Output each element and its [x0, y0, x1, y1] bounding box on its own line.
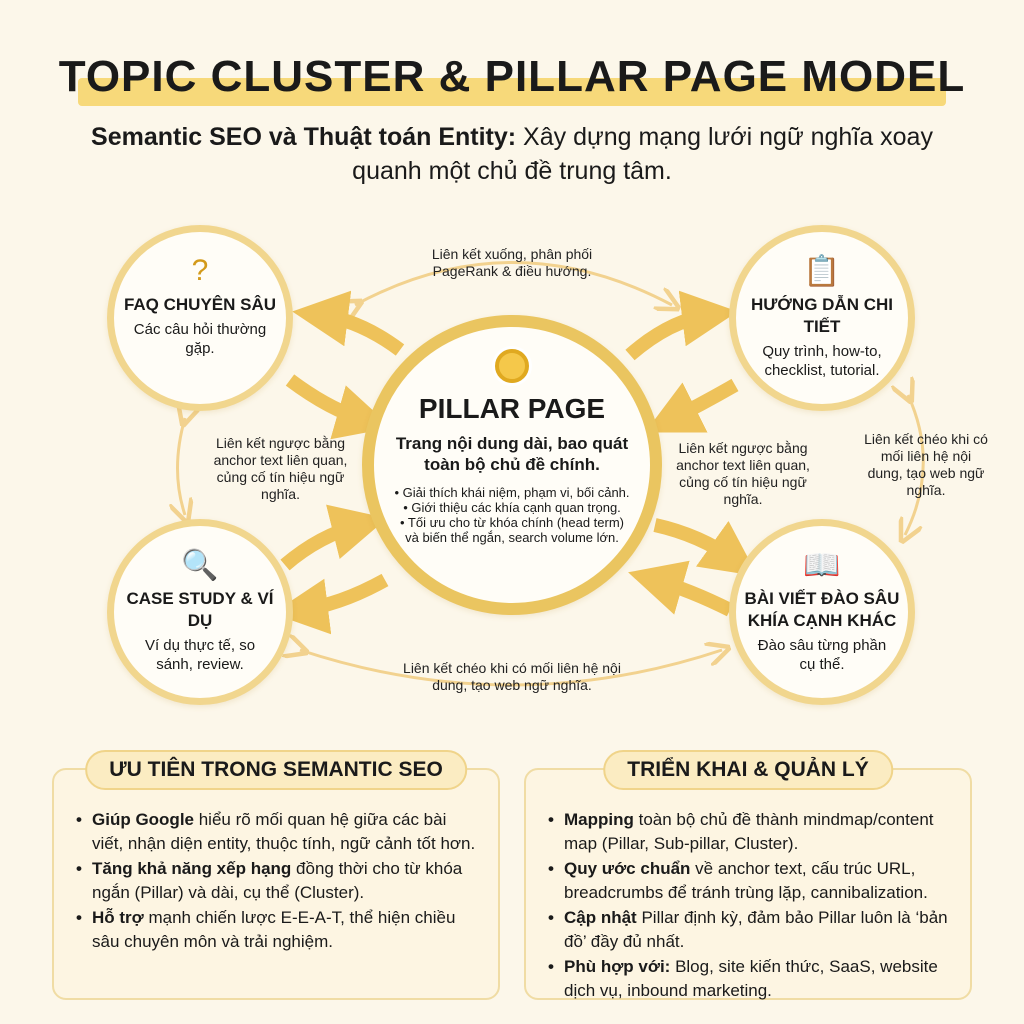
- cluster-desc: Quy trình, how-to, checklist, tutorial.: [762, 343, 882, 379]
- title-highlight: [78, 78, 946, 106]
- pillar-to-faq-arrow: [292, 290, 405, 356]
- cluster-case-study: 🔍 CASE STUDY & VÍ DỤ Ví dụ thực tế, so s…: [107, 519, 293, 705]
- pillar-bullet: • Tối ưu cho từ khóa chính (head term) v…: [399, 515, 625, 545]
- case-to-pillar-arrow: [280, 504, 388, 571]
- cluster-title: FAQ CHUYÊN SÂU: [123, 295, 277, 314]
- right-link-arrow: [905, 395, 925, 535]
- faq-to-pillar-arrow: [285, 374, 392, 440]
- pillar-desc: Trang nội dung dài, bao quát toàn bộ chủ…: [395, 434, 629, 474]
- guide-to-pillar-arrow: [644, 378, 739, 433]
- link-label-top: Liên kết xuống, phân phối PageRank & điề…: [431, 246, 593, 279]
- cluster-faq: ? FAQ CHUYÊN SÂU Các câu hỏi thường gặp.: [107, 225, 293, 411]
- pillar-bullet: • Giới thiệu các khía cạnh quan trọng.: [403, 500, 621, 515]
- link-label-bottom: Liên kết chéo khi có mối liên hệ nội dun…: [403, 660, 621, 693]
- magnifier-icon: 🔍: [181, 549, 219, 582]
- subtitle-bold: Semantic SEO và Thuật toán Entity:: [91, 123, 517, 151]
- cluster-desc: Ví dụ thực tế, so sánh, review.: [144, 637, 256, 673]
- page-title: TOPIC CLUSTER & PILLAR PAGE MODEL: [58, 52, 966, 101]
- question-bubble-icon: ?: [191, 254, 209, 287]
- left-link-arrow: [178, 418, 186, 515]
- subtitle-rest: Xây dựng mạng lưới ngữ nghĩa xoay quanh …: [352, 123, 933, 185]
- cluster-title: HƯỚNG DẪN CHI TIẾT: [751, 295, 893, 336]
- link-label-right: Liên kết ngược bằng anchor text liên qua…: [676, 440, 810, 507]
- pillar-bullet: • Giải thích khái niệm, phạm vi, bối cản…: [394, 485, 630, 500]
- bottom-link-arrow: [300, 650, 722, 687]
- deploy-item: Quy ước chuẩn về anchor text, cấu trúc U…: [548, 857, 950, 905]
- deep-to-pillar-arrow: [628, 560, 734, 617]
- pillar-to-guide-arrow: [625, 290, 738, 361]
- deploy-item: Phù hợp với: Blog, site kiến thức, SaaS,…: [548, 955, 950, 1003]
- subtitle: Semantic SEO và Thuật toán Entity: Xây d…: [60, 120, 964, 188]
- cluster-guide: 📋 HƯỚNG DẪN CHI TIẾT Quy trình, how-to, …: [729, 225, 915, 411]
- sun-icon: [495, 349, 529, 383]
- clipboard-checklist-icon: 📋: [803, 255, 841, 288]
- cluster-desc: Các câu hỏi thường gặp.: [133, 321, 267, 357]
- pillar-page-circle: PILLAR PAGE Trang nội dung dài, bao quát…: [362, 315, 662, 615]
- pillar-to-deep-arrow: [653, 518, 758, 577]
- pillar-to-case-arrow: [272, 573, 389, 635]
- deploy-item: Mapping toàn bộ chủ đề thành mindmap/con…: [548, 808, 950, 856]
- cluster-desc: Đào sâu từng phần cụ thể.: [757, 637, 887, 673]
- deploy-panel: TRIỂN KHAI & QUẢN LÝ Mapping toàn bộ chủ…: [524, 750, 972, 1003]
- pillar-bullets: • Giải thích khái niệm, phạm vi, bối cản…: [374, 485, 650, 545]
- deploy-title: TRIỂN KHAI & QUẢN LÝ: [603, 750, 893, 790]
- top-link-arrow: [355, 261, 672, 306]
- connector-arrows: [0, 261, 925, 687]
- priority-title: ƯU TIÊN TRONG SEMANTIC SEO: [85, 750, 467, 790]
- cluster-title: BÀI VIẾT ĐÀO SÂU KHÍA CẠNH KHÁC: [744, 589, 900, 630]
- priority-item: Hỗ trợ mạnh chiến lược E-E-A-T, thể hiện…: [76, 906, 478, 954]
- priority-panel: ƯU TIÊN TRONG SEMANTIC SEO Giúp Google h…: [52, 750, 500, 1000]
- cluster-deep-dive: 📖 BÀI VIẾT ĐÀO SÂU KHÍA CẠNH KHÁC Đào sâ…: [729, 519, 915, 705]
- open-book-icon: 📖: [803, 549, 841, 582]
- pillar-title: PILLAR PAGE: [418, 393, 606, 424]
- link-label-left: Liên kết ngược bằng anchor text liên qua…: [213, 435, 348, 502]
- deploy-item: Cập nhật Pillar định kỳ, đảm bảo Pillar …: [548, 906, 950, 954]
- priority-item: Giúp Google hiểu rõ mối quan hệ giữa các…: [76, 808, 478, 856]
- link-label-far-right: Liên kết chéo khi có mối liên hệ nội dun…: [864, 431, 988, 498]
- priority-item: Tăng khả năng xếp hạng đồng thời cho từ …: [76, 857, 478, 905]
- cluster-title: CASE STUDY & VÍ DỤ: [126, 589, 274, 630]
